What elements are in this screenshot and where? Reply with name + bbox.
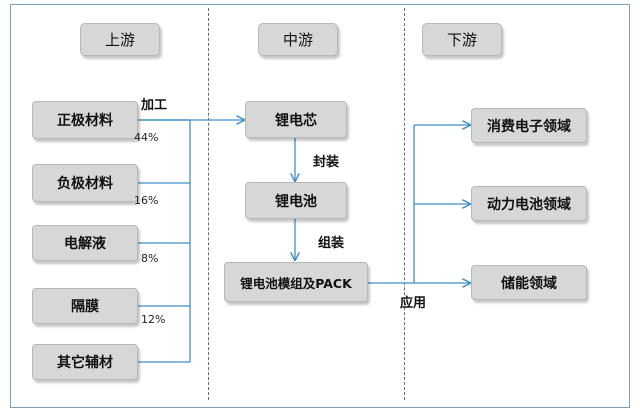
midstream-battery: 锂电池 [245,182,347,219]
share-electrolyte: 8% [141,252,159,265]
downstream-energy-storage: 储能领域 [471,265,587,300]
downstream-power-battery: 动力电池领域 [471,186,587,221]
midstream-cell: 锂电芯 [245,101,347,138]
divider-left [208,8,209,400]
upstream-other-materials: 其它辅材 [32,344,138,380]
downstream-consumer-electronics: 消费电子领域 [471,108,587,143]
edge-label-encapsulate: 封装 [313,155,340,170]
upstream-separator: 隔膜 [32,288,138,324]
upstream-cathode-material: 正极材料 [32,101,138,139]
divider-right [404,8,405,400]
upstream-electrolyte: 电解液 [32,225,138,261]
diagram-frame [10,4,630,408]
edge-label-process: 加工 [141,98,168,113]
header-midstream: 中游 [258,23,338,56]
share-separator: 12% [141,313,166,326]
edge-label-apply: 应用 [400,296,427,311]
share-anode: 16% [134,194,159,207]
header-upstream: 上游 [80,23,160,56]
edge-label-assemble: 组装 [318,236,345,251]
share-cathode: 44% [134,131,159,144]
upstream-anode-material: 负极材料 [32,164,138,202]
header-downstream: 下游 [422,23,502,56]
midstream-module-pack: 锂电池模组及PACK [224,262,368,302]
